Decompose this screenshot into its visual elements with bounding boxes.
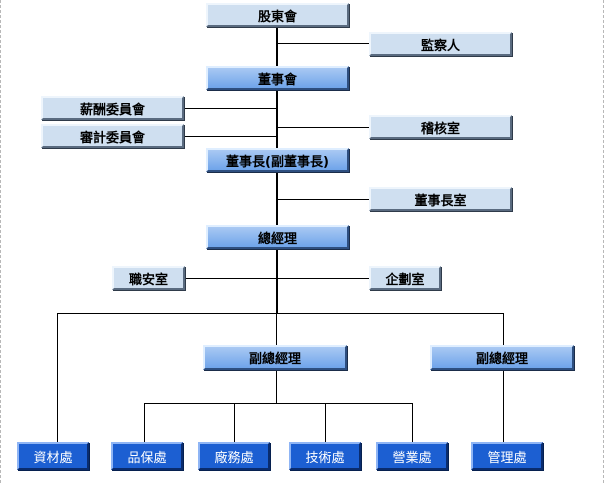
connector-line: [276, 249, 278, 313]
connector-line: [185, 108, 277, 109]
connector-line: [277, 127, 370, 128]
deputy-gm-box: 副總經理: [203, 345, 347, 370]
connector-line: [277, 199, 370, 200]
chairman-office-box: 董事長室: [369, 187, 512, 211]
planning-office-box: 企劃室: [369, 266, 441, 290]
connector-line: [234, 403, 235, 442]
connector-line: [503, 370, 504, 442]
remuneration-committee-box: 薪酬委員會: [41, 96, 184, 120]
connector-line: [276, 370, 277, 404]
connector-line: [277, 43, 370, 44]
chairman-box: 董事長(副董事長): [206, 148, 349, 172]
connector-line: [325, 403, 326, 442]
management-dept-box: 管理處: [471, 442, 543, 470]
quality-dept-box: 品保處: [111, 442, 183, 470]
factory-dept-box: 廠務處: [198, 442, 270, 470]
board-of-directors-box: 董事會: [206, 66, 349, 90]
audit-committee-box: 審計委員會: [41, 124, 184, 148]
connector-line: [276, 313, 277, 345]
deputy-gm-box: 副總經理: [430, 345, 574, 370]
connector-line: [276, 172, 278, 225]
connector-line: [412, 403, 413, 442]
connector-line: [144, 403, 413, 404]
connector-line: [276, 27, 278, 66]
materials-dept-box: 資材處: [17, 442, 89, 470]
technology-dept-box: 技術處: [289, 442, 361, 470]
connector-line: [276, 90, 278, 148]
sales-dept-box: 營業處: [376, 442, 448, 470]
supervisor-box: 監察人: [369, 32, 512, 56]
connector-line: [503, 313, 504, 345]
connector-line: [57, 313, 58, 442]
connector-line: [185, 278, 369, 279]
general-manager-box: 總經理: [206, 225, 349, 249]
connector-line: [144, 403, 145, 442]
connector-line: [185, 136, 277, 137]
safety-office-box: 職安室: [112, 266, 185, 290]
audit-office-box: 稽核室: [369, 115, 512, 139]
shareholders-meeting-box: 股東會: [206, 3, 349, 27]
connector-line: [57, 313, 504, 314]
